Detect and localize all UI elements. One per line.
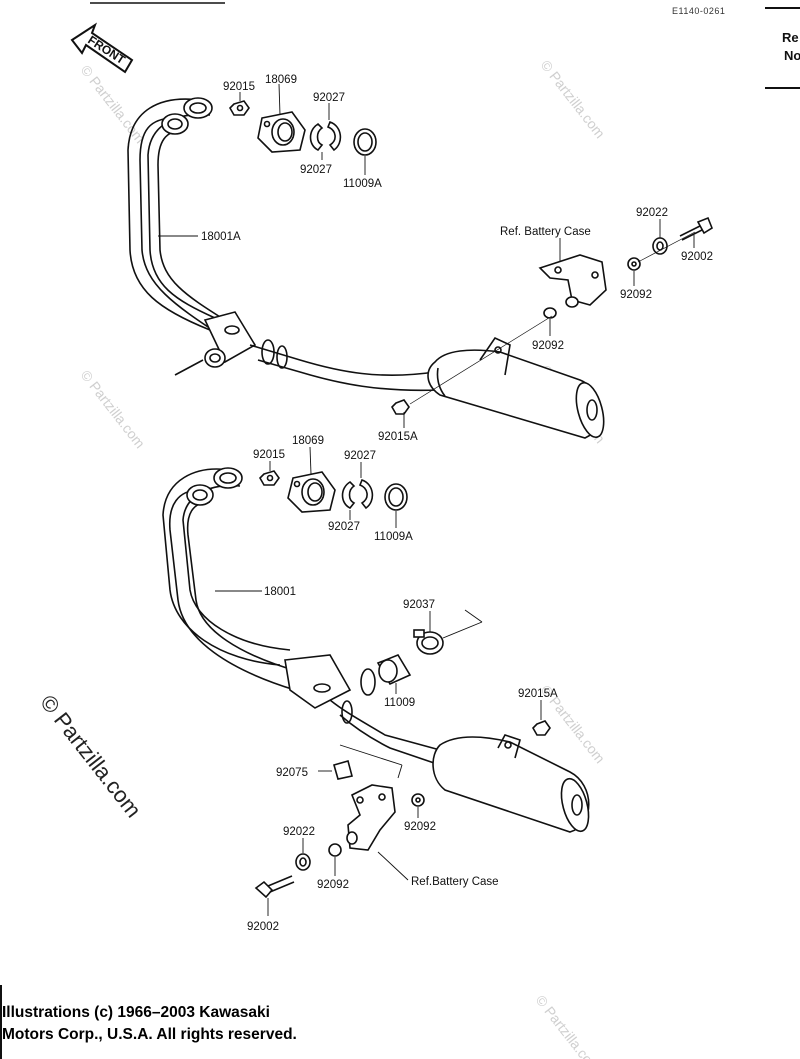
upper-label-92022: 92022 [636,207,668,219]
upper-label-92027-bottom: 92027 [300,164,332,176]
upper-label-92015A: 92015A [378,431,418,443]
lower-exhaust-pipe [162,467,441,766]
lower-leader-lines [215,446,542,916]
copyright-line-2: Motors Corp., U.S.A. All rights reserved… [2,1026,297,1043]
upper-nut-92015A-icon [391,399,410,415]
diagram-code: E1140-0261 [672,6,725,16]
lower-rubber-92075-icon [333,744,403,780]
lower-muffler [432,734,590,833]
upper-washer-92022-icon [652,237,668,255]
front-arrow-icon: FRONT [70,22,134,74]
upper-label-92092-damper: 92092 [532,340,564,352]
watermark-2: © Partzilla.com [538,57,609,141]
lower-label-11009A: 11009A [374,531,413,543]
upper-bolt-92002-icon [679,216,713,241]
lower-label-11009: 11009 [384,697,415,709]
lower-clamp-92037-icon [413,609,483,655]
lower-collet-92027-icon [341,479,374,510]
upper-label-18069: 18069 [265,74,297,86]
lower-joint-gasket-11009-icon [376,654,412,686]
watermark-3: © Partzilla.com [78,367,149,451]
lower-battery-bracket-icon [346,784,396,851]
lower-label-92015: 92015 [253,449,285,461]
watermarks: © Partzilla.com © Partzilla.com © Partzi… [78,57,609,1059]
edge-text-2: No [784,48,800,63]
upper-label-92092-nut: 92092 [620,289,652,301]
lower-label-92027-bottom: 92027 [328,521,360,533]
lower-gasket-11009A-icon [384,483,408,511]
lower-nut-92015A-icon [532,720,551,736]
upper-gasket-11009A-icon [353,128,377,156]
upper-assembly [127,83,713,439]
lower-washer-92022-icon [295,853,311,871]
upper-collet-92027-icon [309,121,342,152]
lower-label-92027-top: 92027 [344,450,376,462]
upper-label-92027-top: 92027 [313,92,345,104]
upper-battery-bracket-icon [538,254,607,308]
copyright-notice: Illustrations (c) 1966–2003 Kawasaki Mot… [2,1002,422,1046]
upper-exhaust-pipe [127,97,439,392]
lower-nut-92015-icon [259,470,280,486]
lower-label-92037: 92037 [403,599,435,611]
upper-leader-lines [158,83,696,428]
lower-label-92015A: 92015A [518,688,558,700]
upper-label-92002: 92002 [681,251,713,263]
lower-label-92075: 92075 [276,767,308,779]
lower-assembly [162,446,590,916]
upper-label-18001A: 18001A [201,231,241,243]
lower-labels: 92015 18069 92027 92027 11009A 18001 920… [247,435,558,933]
upper-nut-92092-icon [627,257,641,271]
upper-labels: 92015 18069 92027 92027 11009A 18001A Re… [201,74,713,443]
lower-label-92022: 92022 [283,826,315,838]
upper-label-11009A: 11009A [343,178,382,190]
upper-damper-92092-icon [543,307,557,319]
upper-label-battery-case: Ref. Battery Case [500,226,591,238]
edge-text-1: Re [782,30,799,45]
lower-label-92092-nut: 92092 [404,821,436,833]
lower-flange-18069-icon [287,471,336,513]
lower-label-92002: 92002 [247,921,279,933]
upper-muffler [427,336,605,439]
lower-bolt-92002-icon [254,875,295,899]
watermark-1: © Partzilla.com [78,62,149,146]
lower-label-battery-case: Ref.Battery Case [411,876,499,888]
lower-label-18001: 18001 [264,586,296,598]
lower-nut-92092-icon [411,793,425,807]
lower-label-18069: 18069 [292,435,324,447]
watermark-6: © Partzilla.com [533,992,604,1059]
upper-nut-92015-icon [229,100,250,116]
lower-damper-92092-icon [328,843,342,857]
lower-label-92092-damper: 92092 [317,879,349,891]
upper-flange-18069-icon [257,111,306,153]
upper-label-92015: 92015 [223,81,255,93]
copyright-line-1: Illustrations (c) 1966–2003 Kawasaki [2,1004,270,1021]
